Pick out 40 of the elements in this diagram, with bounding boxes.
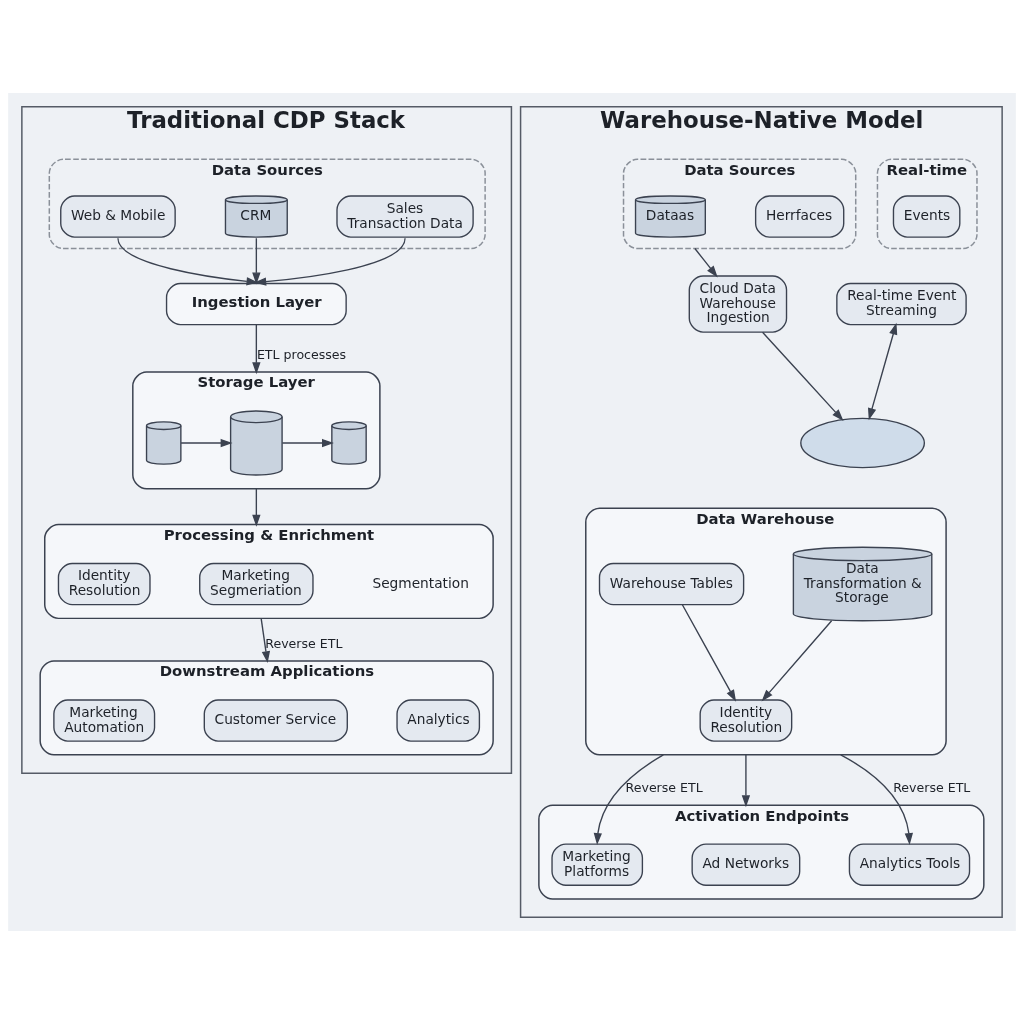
- node-box: Events: [892, 195, 961, 238]
- edge-label: Reverse ETL: [893, 780, 971, 796]
- node-box: Marketing Platforms: [551, 843, 644, 886]
- node-box: Identity Resolution: [57, 562, 151, 606]
- arrow: [741, 754, 751, 808]
- node-box: Marketing Segmeriation: [199, 562, 314, 606]
- arrow: [681, 604, 737, 702]
- arrow: [868, 322, 898, 421]
- node-cloud: [800, 417, 926, 469]
- arrow: [694, 247, 718, 278]
- arrow: [252, 488, 261, 527]
- node-box: Customer Service: [203, 699, 348, 742]
- node-box: Analytics: [396, 699, 481, 742]
- arrow: [281, 438, 334, 448]
- arrow: [761, 331, 844, 421]
- arrow: [254, 237, 406, 286]
- node-box: Marketing Automation: [53, 699, 156, 742]
- cluster: Storage Layer: [132, 371, 381, 490]
- node-box: Web & Mobile: [60, 195, 176, 238]
- arrow: [761, 620, 833, 702]
- node-box: Real-time Event Streaming: [836, 282, 967, 326]
- arrow: [180, 438, 233, 448]
- node-box: Herrfaces: [754, 195, 845, 238]
- arrow: [840, 754, 913, 845]
- arrow: [252, 324, 261, 375]
- arrow: [117, 237, 259, 286]
- edge-label: Reverse ETL: [625, 780, 703, 796]
- node-text: Segmentation: [372, 574, 469, 591]
- edge-label: ETL processes: [256, 347, 347, 363]
- node-box: Ad Networks: [691, 843, 801, 886]
- node-box: Sales Transaction Data: [336, 195, 474, 238]
- node-box: Analytics Tools: [848, 843, 971, 886]
- arrow: [260, 617, 271, 664]
- edge-label: Reverse ETL: [265, 636, 343, 652]
- node-box: Identity Resolution: [699, 699, 793, 742]
- arrow: [252, 237, 261, 285]
- node-box: Warehouse Tables: [598, 562, 745, 606]
- arrow: [593, 754, 665, 845]
- node-box: Ingestion Layer: [165, 282, 347, 326]
- node-box: Cloud Data Warehouse Ingestion: [688, 275, 788, 333]
